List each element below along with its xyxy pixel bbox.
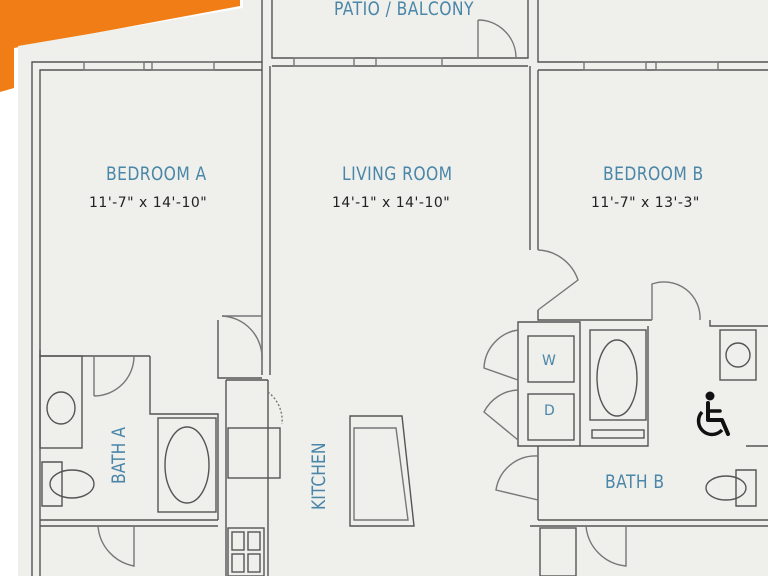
- bath-b-sink-cabinet: [719, 329, 757, 381]
- room-label-bath-b: BATH B: [605, 471, 665, 493]
- bath-a-toilet: [41, 461, 63, 507]
- kitchen-sink: [227, 527, 265, 576]
- kitchen-island: [349, 415, 415, 527]
- wheelchair-icon: [696, 391, 730, 437]
- wall-living-bedroom-b: [529, 66, 539, 250]
- bedroom-b-door: [537, 249, 579, 311]
- room-label-bedroom-a: BEDROOM A: [106, 163, 207, 185]
- room-label-bedroom-b: BEDROOM B: [603, 163, 704, 185]
- brand-corner-shape: [0, 0, 240, 92]
- room-label-patio: PATIO / BALCONY: [334, 0, 474, 20]
- bath-a-door: [93, 355, 135, 397]
- room-label-bath-a: BATH A: [108, 427, 130, 484]
- bath-a-bottom-wall: [40, 519, 218, 527]
- bath-b-door: [651, 281, 701, 321]
- patio-door: [477, 19, 517, 59]
- bath-a-wall: [149, 356, 219, 520]
- windows-top: [83, 57, 719, 71]
- bath-b-toilet: [735, 469, 757, 507]
- laundry-doors: [483, 329, 519, 441]
- room-dimensions-bedroom-b: 11'-7" x 13'-3": [591, 195, 700, 211]
- bath-a-tub: [157, 417, 217, 513]
- room-dimensions-bedroom-a: 11'-7" x 14'-10": [89, 195, 208, 211]
- bath-a-closet: [39, 355, 83, 449]
- room-dimensions-living-room: 14'-1" x 14'-10": [332, 195, 451, 211]
- bath-b-tub: [589, 329, 647, 421]
- bath-b-entry-door: [495, 455, 539, 501]
- bath-a-sink: [46, 391, 76, 425]
- dryer-label: D: [544, 403, 555, 419]
- patio-cutout-left: [243, 0, 261, 46]
- room-label-living-room: LIVING ROOM: [342, 163, 453, 185]
- room-label-kitchen: KITCHEN: [308, 442, 330, 510]
- dryer: [527, 393, 575, 441]
- bedroom-a-door: [221, 315, 263, 361]
- washer: [527, 335, 575, 383]
- washer-label: W: [542, 353, 556, 369]
